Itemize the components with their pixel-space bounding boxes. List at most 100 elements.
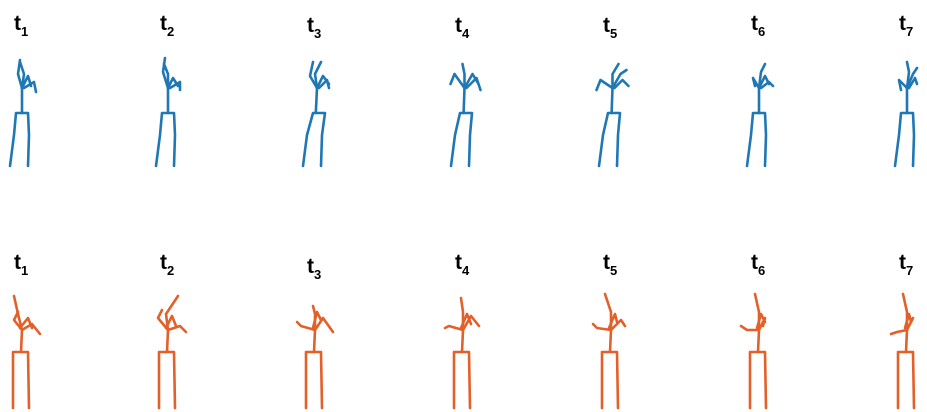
frame-label-base: t: [455, 14, 462, 37]
top-frame-4: t4: [449, 14, 482, 168]
stick-figure: [449, 62, 482, 168]
stick-figure: [739, 292, 768, 410]
frame-label-subscript: 1: [21, 24, 28, 39]
right-forearm: [18, 316, 34, 330]
spine: [608, 328, 613, 354]
bottom-frame-3: t3: [295, 255, 335, 410]
frame-label-subscript: 1: [21, 263, 28, 278]
left-arm: [739, 324, 761, 332]
left-arm: [595, 78, 614, 92]
spine: [460, 328, 465, 354]
right-arm: [20, 322, 42, 336]
top-frame-6: t6: [745, 12, 775, 168]
left-arm: [897, 78, 909, 92]
spine: [312, 328, 317, 354]
spine: [462, 86, 466, 115]
top-frame-5: t5: [595, 14, 630, 168]
head-neck: [461, 62, 466, 90]
frame-label: t7: [899, 12, 913, 39]
frame-label-base: t: [160, 251, 167, 274]
head-neck: [313, 60, 323, 90]
stick-figure: [745, 62, 775, 168]
frame-label-base: t: [603, 251, 610, 274]
left-arm: [449, 72, 466, 90]
right-arm: [461, 314, 481, 332]
legs: [8, 111, 31, 168]
right-forearm: [607, 312, 619, 330]
legs: [154, 111, 177, 168]
right-forearm: [759, 80, 775, 90]
bottom-frame-6: t6: [739, 251, 768, 410]
left-arm: [161, 56, 170, 90]
spine: [165, 328, 170, 354]
stick-figure: [889, 292, 916, 410]
head-neck: [162, 62, 170, 90]
top-frame-7: t7: [893, 12, 919, 168]
legs: [304, 350, 324, 410]
head-neck: [757, 62, 767, 90]
frame-label: t7: [899, 251, 913, 278]
right-forearm: [22, 80, 38, 94]
left-arm: [12, 310, 24, 332]
legs: [157, 350, 177, 410]
frame-label-subscript: 3: [314, 26, 321, 41]
frame-label-base: t: [751, 12, 758, 35]
frame-label-subscript: 4: [462, 26, 470, 41]
left-arm: [295, 320, 317, 332]
right-arm: [20, 74, 33, 90]
frame-label-base: t: [14, 12, 21, 35]
left-arm: [443, 324, 465, 332]
left-arm: [591, 322, 613, 332]
legs: [745, 111, 768, 168]
bottom-frame-5: t5: [591, 251, 627, 410]
legs: [301, 111, 327, 168]
bottom-frame-7: t7: [889, 251, 916, 410]
right-forearm: [907, 76, 919, 90]
right-forearm: [465, 76, 482, 92]
frame-label-subscript: 5: [610, 263, 617, 278]
top-frame-2: t2: [154, 12, 182, 168]
legs: [896, 350, 916, 410]
stick-figure: [443, 296, 481, 410]
right-forearm: [903, 312, 913, 330]
right-arm: [905, 66, 919, 90]
stick-figure: [8, 58, 38, 168]
frame-label-base: t: [751, 251, 758, 274]
frame-label: t4: [455, 251, 470, 278]
frame-label: t5: [603, 14, 617, 41]
frame-label-subscript: 6: [758, 24, 765, 39]
frame-label-base: t: [603, 14, 610, 37]
right-arm: [609, 318, 627, 332]
head-neck: [905, 60, 911, 90]
legs: [452, 350, 472, 410]
spine: [19, 328, 24, 354]
frame-label-subscript: 6: [758, 263, 765, 278]
stick-figure: [595, 62, 630, 168]
frame-label-base: t: [160, 12, 167, 35]
right-forearm: [168, 80, 182, 92]
right-arm: [611, 68, 628, 90]
frame-label-base: t: [307, 255, 314, 278]
left-arm: [16, 58, 24, 90]
frame-label: t4: [455, 14, 470, 41]
frame-label: t6: [751, 12, 765, 39]
frame-label: t5: [603, 251, 617, 278]
frame-label-base: t: [899, 12, 906, 35]
head-neck: [611, 62, 620, 90]
legs: [449, 111, 474, 168]
right-forearm: [311, 310, 323, 330]
right-forearm: [613, 78, 630, 90]
spine: [904, 328, 909, 354]
legs: [600, 350, 620, 410]
legs: [11, 350, 31, 410]
stick-figure: [11, 294, 42, 410]
left-arm: [751, 76, 761, 90]
spine: [610, 86, 614, 115]
frame-label-base: t: [14, 251, 21, 274]
frame-label-base: t: [307, 14, 314, 37]
frame-label: t6: [751, 251, 765, 278]
left-arm: [889, 328, 909, 336]
right-arm: [757, 74, 771, 90]
frame-label-base: t: [455, 251, 462, 274]
